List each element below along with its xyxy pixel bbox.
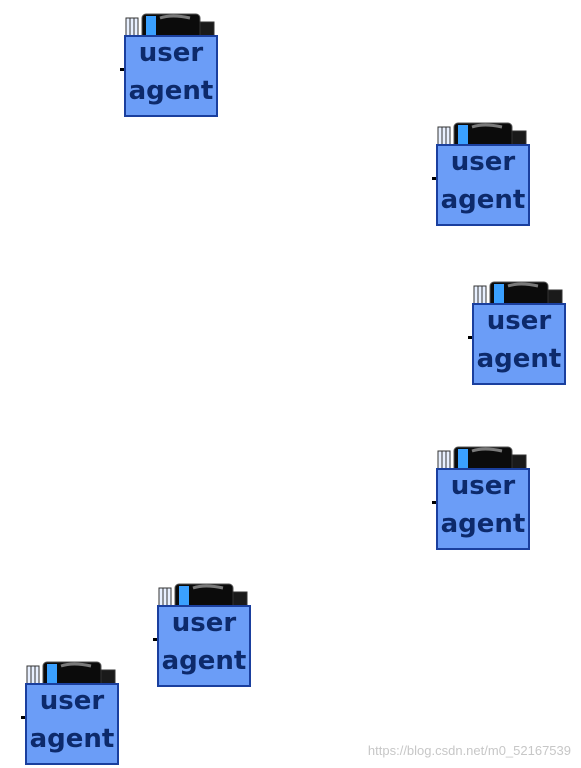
computer-terminal-icon (125, 13, 215, 41)
user-agent-label: agent (29, 724, 115, 754)
user-agent-node: user agent (21, 660, 125, 768)
link-port (120, 68, 124, 71)
user-agent-label: user (450, 147, 516, 177)
user-agent-label: agent (128, 76, 214, 106)
user-agent-node: user agent (432, 121, 536, 229)
user-agent-node: user agent (153, 582, 257, 690)
user-agent-box (472, 303, 566, 385)
user-agent-box (157, 605, 251, 687)
user-agent-label: agent (476, 344, 562, 374)
user-agent-node: user agent (432, 445, 536, 553)
user-agent-label: agent (440, 185, 526, 215)
user-agent-label: user (39, 686, 105, 716)
user-agent-label: user (138, 38, 204, 68)
user-agent-label: agent (161, 646, 247, 676)
link-port (432, 501, 436, 504)
watermark-text: https://blog.csdn.net/m0_52167539 (367, 743, 571, 758)
user-agent-label: user (486, 306, 552, 336)
user-agent-box (436, 144, 530, 226)
user-agent-box (25, 683, 119, 765)
link-port (432, 177, 436, 180)
computer-terminal-icon (473, 281, 563, 309)
user-agent-label: user (171, 608, 237, 638)
link-port (468, 336, 472, 339)
user-agent-box (436, 468, 530, 550)
user-agent-box (124, 35, 218, 117)
link-port (21, 716, 25, 719)
user-agent-node: user agent (120, 12, 224, 120)
user-agent-node: user agent (468, 280, 572, 388)
user-agent-label: agent (440, 509, 526, 539)
computer-terminal-icon (26, 661, 116, 689)
user-agent-label: user (450, 471, 516, 501)
link-port (153, 638, 157, 641)
